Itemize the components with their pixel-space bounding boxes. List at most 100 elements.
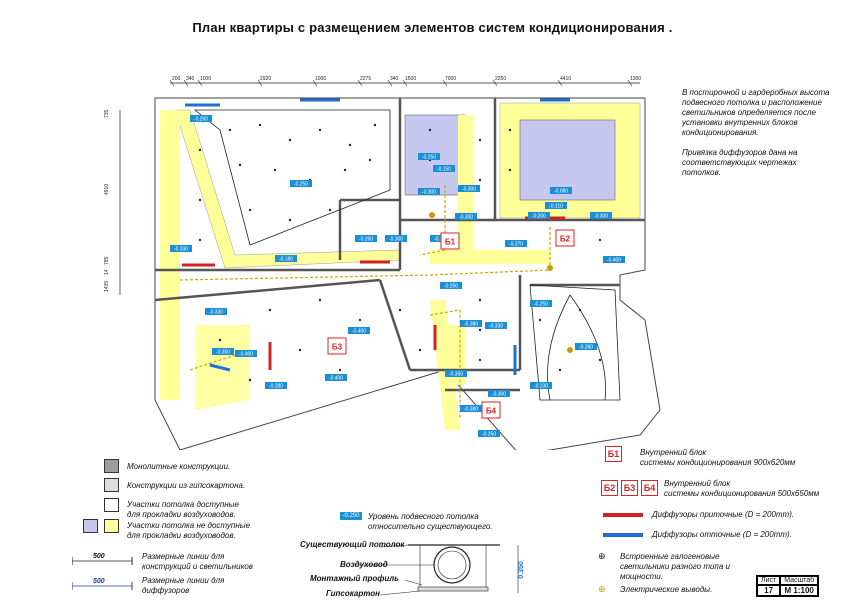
outlet-dot (547, 265, 553, 271)
lamp-dot (238, 163, 242, 167)
supply-diffuser-sample (603, 513, 643, 517)
lamp-dot (318, 298, 322, 302)
level-tag: -0.300 (418, 188, 440, 196)
svg-text:-0.330: -0.330 (209, 310, 223, 316)
stamp-sheet: 17 (757, 585, 781, 596)
dim-tick (357, 79, 363, 87)
legend-b1: Внутренний блок системы кондиционировани… (640, 448, 796, 467)
halogen-lamp-icon: ⊕ (598, 551, 606, 561)
svg-text:-0.110: -0.110 (549, 204, 563, 210)
lamp-dot (358, 318, 362, 322)
lamp-dot (478, 328, 482, 332)
top-dim-label: 2275 (360, 76, 371, 82)
level-tag: -0.200 (528, 212, 550, 220)
outlet-dot (567, 347, 573, 353)
lamp-dot (248, 208, 252, 212)
level-tag: -0.400 (325, 374, 347, 382)
svg-text:-0.400: -0.400 (239, 352, 253, 358)
lamp-dot (338, 368, 342, 372)
dim-tick (169, 79, 175, 87)
section-ceiling: Существующий потолок (300, 540, 405, 549)
lamp-dot (258, 123, 262, 127)
level-tag: -0.250 (418, 153, 440, 161)
level-tag: -0.330 (485, 322, 507, 330)
top-dim-label: 340 (186, 76, 195, 82)
top-dim-label: 1000 (315, 76, 326, 82)
swatch-yellow (104, 519, 119, 533)
top-dim-label: 4410 (560, 76, 571, 82)
legend-monolith: Монолитные конструкции. (127, 462, 231, 471)
svg-text:-0.300: -0.300 (459, 215, 473, 221)
lamp-dot (343, 168, 347, 172)
lamp-dot (558, 368, 562, 372)
lamp-dot (348, 143, 352, 147)
svg-text:-0.400: -0.400 (352, 329, 366, 335)
svg-text:-0.330: -0.330 (489, 324, 503, 330)
left-dim-label: 4910 (104, 184, 110, 195)
lamp-dot (478, 138, 482, 142)
section-gypsum: Гипсокартон (326, 589, 380, 598)
top-dim-label: 200 (172, 76, 181, 82)
level-tag: -0.250 (530, 300, 552, 308)
svg-text:-0.250: -0.250 (534, 302, 548, 308)
level-tag: -0.380 (460, 320, 482, 328)
page-title: План квартиры с размещением элементов си… (192, 20, 673, 35)
unit-b2-sample: Б2 (601, 480, 618, 496)
level-tag: -0.150 (433, 165, 455, 173)
legend-outlets: Электрические выводы. (620, 585, 713, 594)
section-drawing (355, 544, 519, 596)
ac-unit: Б2 (555, 229, 575, 247)
electric-outlet-icon: ⊕ (598, 584, 606, 594)
svg-text:-0.300: -0.300 (594, 214, 608, 220)
svg-text:-0.350: -0.350 (216, 350, 230, 356)
svg-text:-0.380: -0.380 (464, 322, 478, 328)
svg-text:-0.250: -0.250 (294, 182, 308, 188)
svg-text:-0.300: -0.300 (389, 237, 403, 243)
svg-text:-0.200: -0.200 (532, 214, 546, 220)
ac-unit: Б3 (327, 337, 347, 355)
top-dim-label: 1000 (200, 76, 211, 82)
unit-b3-sample: Б3 (621, 480, 638, 496)
legend-level: Уровень подвесного потолка относительно … (368, 512, 493, 531)
lamp-dot (428, 128, 432, 132)
level-tag: -0.250 (440, 282, 462, 290)
unit-b1-sample: Б1 (605, 446, 622, 462)
level-tag: -0.250 (290, 180, 312, 188)
left-dim-label: 1435 (104, 281, 110, 292)
top-dim-label: 1500 (405, 76, 416, 82)
dim-tick (387, 79, 393, 87)
level-tag: -0.260 (575, 343, 597, 351)
lamp-dot (578, 308, 582, 312)
exhaust-diffuser-sample (603, 533, 643, 537)
swatch-monolith (104, 459, 119, 473)
lamp-dot (198, 148, 202, 152)
outlet-dot (429, 212, 435, 218)
legend-lights: Встроенные галогеновые светильники разно… (620, 552, 730, 581)
lamp-dot (298, 348, 302, 352)
svg-text:-0.300: -0.300 (422, 190, 436, 196)
dim-value-1: 500 (93, 553, 105, 560)
level-tag: -0.230 (530, 382, 552, 390)
lamp-dot (288, 138, 292, 142)
lamp-dot (288, 218, 292, 222)
svg-text:-0.150: -0.150 (437, 167, 451, 173)
level-tag: -0.400 (603, 256, 625, 264)
svg-text:-0.080: -0.080 (554, 189, 568, 195)
dim-value-2: 500 (93, 578, 105, 585)
level-tag: -0.350 (445, 370, 467, 378)
svg-text:Б3: Б3 (332, 343, 343, 352)
swatch-gypsum (104, 478, 119, 492)
dim-tick (197, 79, 203, 87)
top-dim-label: 340 (390, 76, 399, 82)
top-dim-label: 7000 (445, 76, 456, 82)
left-dim-label: 785 (104, 256, 110, 265)
svg-text:Б4: Б4 (486, 407, 497, 416)
swatch-blue (83, 519, 98, 533)
lamp-dot (418, 348, 422, 352)
level-tag: -0.270 (505, 240, 527, 248)
svg-text:-0.380: -0.380 (464, 407, 478, 413)
svg-text:-0.300: -0.300 (462, 187, 476, 193)
top-dim-label: 2920 (260, 76, 271, 82)
level-tag: -0.260 (190, 115, 212, 123)
